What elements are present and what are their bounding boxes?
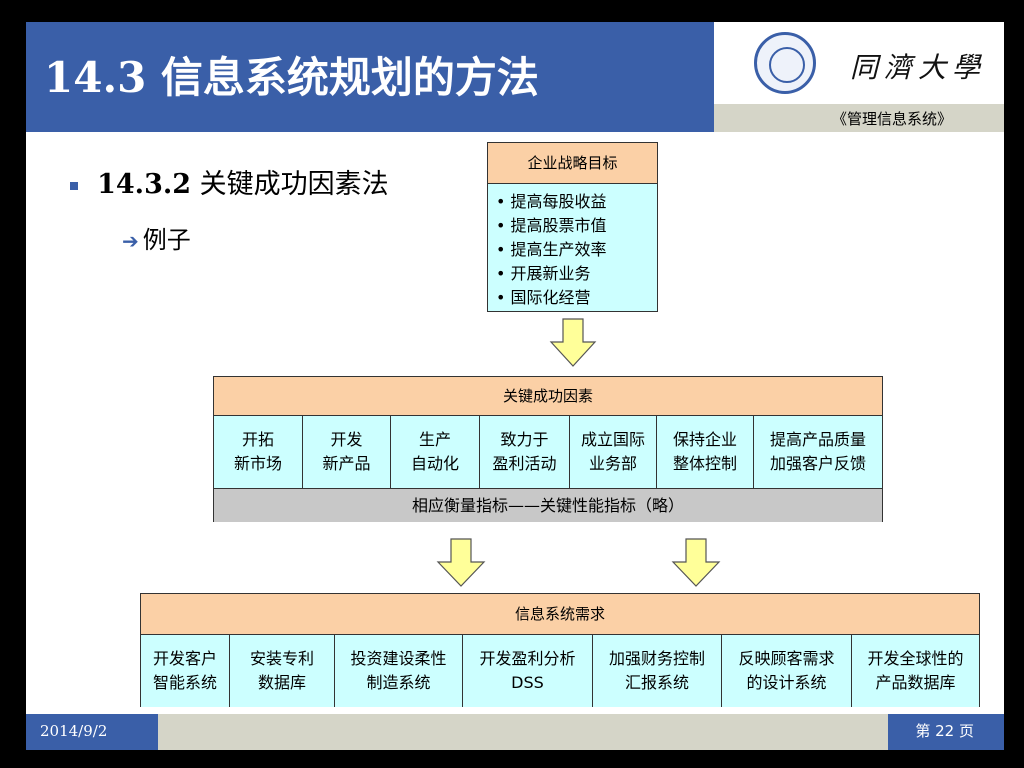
csf-cell: 保持企业整体控制 (657, 416, 754, 488)
list-item: 提高生产效率 (496, 238, 657, 262)
csf-row: 开拓新市场 开发新产品 生产自动化 致力于盈利活动 成立国际业务部 保持企业整体… (214, 416, 882, 489)
slide: 14.3 信息系统规划的方法 同濟大學 《管理信息系统》 14.3.2 关键成功… (26, 22, 1004, 750)
footer-page-bar: 第 22 页 (888, 714, 1004, 750)
down-arrow-icon (436, 538, 486, 587)
down-arrow-icon (671, 538, 721, 587)
csf-cell: 开拓新市场 (214, 416, 303, 488)
csf-cell: 生产自动化 (391, 416, 480, 488)
requirement-cell: 反映顾客需求的设计系统 (722, 635, 852, 707)
section-title: 关键成功因素法 (199, 169, 389, 200)
requirement-cell: 开发全球性的产品数据库 (867, 649, 964, 692)
strategic-goals-title: 企业战略目标 (488, 143, 657, 184)
system-requirements-box: 信息系统需求 开发客户智能系统 安装专利数据库 投资建设柔性制造系统 开发盈利分… (140, 593, 980, 707)
page-number: 第 22 页 (915, 722, 974, 740)
csf-metrics-note: 相应衡量指标——关键性能指标（略） (214, 489, 882, 522)
course-bar: 《管理信息系统》 (714, 104, 1004, 132)
arrow-bullet-icon: ➔ (122, 229, 139, 253)
requirement-cell: 加强财务控制汇报系统 (593, 635, 722, 707)
down-arrow-icon (549, 318, 597, 367)
square-bullet-icon (70, 181, 78, 190)
course-name: 《管理信息系统》 (831, 110, 952, 128)
csf-title: 关键成功因素 (214, 377, 882, 416)
bullet-main: 14.3.2 关键成功因素法 (70, 162, 389, 201)
slide-title: 14.3 信息系统规划的方法 (44, 53, 539, 102)
footer-date: 2014/9/2 (40, 722, 108, 740)
section-number: 14.3.2 (97, 169, 192, 200)
list-item: 国际化经营 (496, 286, 657, 310)
list-item: 提高每股收益 (496, 190, 657, 214)
list-item: 开展新业务 (496, 262, 657, 286)
title-bar: 14.3 信息系统规划的方法 (26, 22, 714, 132)
strategic-goals-box: 企业战略目标 提高每股收益 提高股票市值 提高生产效率 开展新业务 国际化经营 (487, 142, 658, 312)
strategic-goals-list: 提高每股收益 提高股票市值 提高生产效率 开展新业务 国际化经营 (488, 184, 657, 310)
bullet-sub-text: 例子 (142, 226, 191, 254)
university-seal-icon (754, 32, 816, 94)
footer-date-bar: 2014/9/2 (26, 714, 158, 750)
university-logo-area: 同濟大學 (714, 22, 1004, 104)
footer-band (158, 714, 888, 750)
requirement-cell: 开发客户智能系统 (141, 635, 230, 707)
bullet-sub: ➔例子 (122, 220, 191, 255)
requirement-cell: 投资建设柔性制造系统 (335, 635, 463, 707)
csf-cell: 致力于盈利活动 (480, 416, 570, 488)
csf-cell: 成立国际业务部 (570, 416, 657, 488)
csf-cell: 开发新产品 (303, 416, 391, 488)
requirements-title: 信息系统需求 (141, 594, 979, 635)
requirement-cell: 安装专利数据库 (230, 635, 335, 707)
csf-cell: 提高产品质量加强客户反馈 (769, 430, 866, 473)
university-name: 同濟大學 (850, 51, 987, 84)
list-item: 提高股票市值 (496, 214, 657, 238)
critical-success-factors-box: 关键成功因素 开拓新市场 开发新产品 生产自动化 致力于盈利活动 成立国际业务部… (213, 376, 883, 522)
